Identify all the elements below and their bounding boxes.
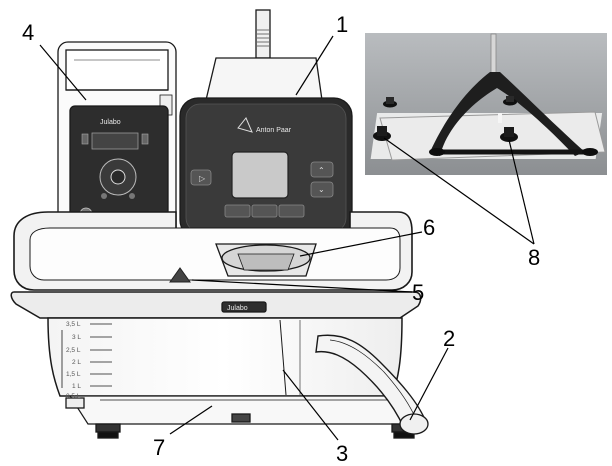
leader-6	[299, 231, 423, 257]
callout-7: 7	[153, 435, 165, 460]
callout-1: 1	[336, 12, 348, 37]
brand-left-label: Julabo	[100, 119, 121, 126]
callout-5: 5	[412, 280, 424, 305]
callout-6: 6	[423, 215, 435, 240]
leader-4	[39, 44, 87, 101]
svg-text:⌄: ⌄	[318, 185, 325, 194]
callout-4: 4	[22, 20, 34, 45]
scale-label: 3 L	[72, 334, 81, 341]
leader-3	[282, 369, 339, 441]
leader-7	[169, 405, 213, 435]
inset-photo	[365, 33, 607, 175]
scale-label: 1 L	[72, 383, 81, 390]
callout-8: 8	[528, 245, 540, 270]
scale-label: 2 L	[72, 359, 81, 366]
brand-right-label: Anton Paar	[256, 127, 292, 134]
leader-5	[191, 279, 413, 293]
leader-lines	[39, 35, 535, 441]
scale-label: 0,5 L	[66, 393, 81, 400]
leader-8b	[508, 139, 535, 245]
callout-2: 2	[443, 326, 455, 351]
svg-text:▷: ▷	[199, 174, 206, 183]
leader-8a	[383, 137, 535, 245]
leader-1	[295, 35, 334, 96]
scale-label: 3,5 L	[66, 321, 81, 328]
scale-label: 2,5 L	[66, 347, 81, 354]
svg-text:⌃: ⌃	[318, 166, 325, 175]
apparatus: ▷ ⌃ ⌄	[10, 9, 429, 439]
brand-bath-label: Julabo	[227, 305, 248, 312]
callout-3: 3	[336, 441, 348, 466]
leader-2	[409, 347, 449, 421]
scale-label: 1,5 L	[66, 371, 81, 378]
